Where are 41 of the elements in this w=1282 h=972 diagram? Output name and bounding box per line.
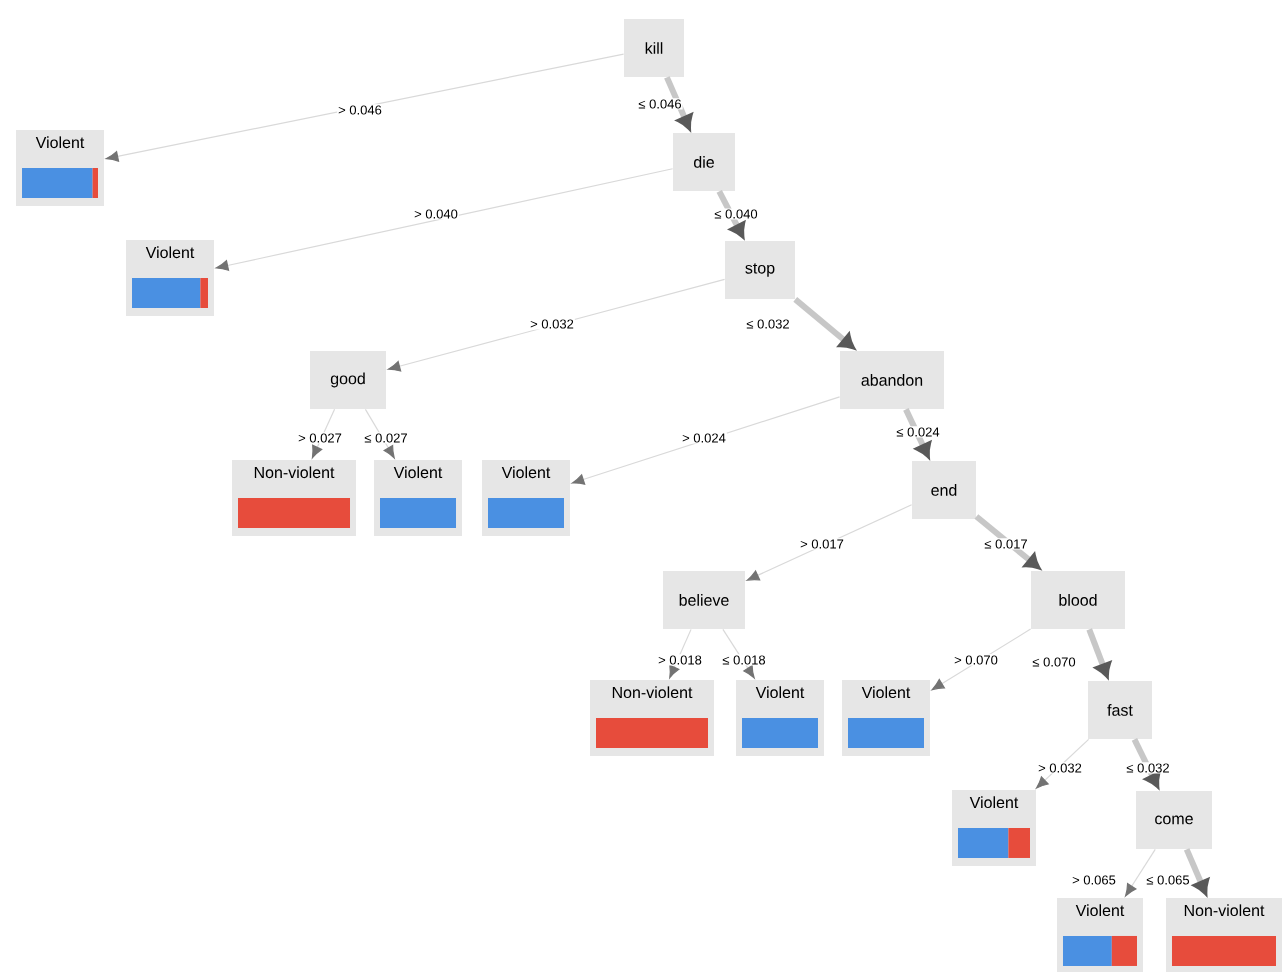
- arrow: [571, 396, 841, 485]
- arrow: [716, 190, 746, 239]
- arrow: [931, 628, 1032, 691]
- arrow: [215, 168, 674, 271]
- split-box: die: [673, 133, 735, 191]
- arrow: [364, 408, 395, 459]
- arrow: [1086, 628, 1112, 678]
- arrow: [311, 408, 336, 459]
- split-box: good: [310, 350, 386, 409]
- split-box: stop: [725, 240, 795, 299]
- leaf-box: Violent: [482, 459, 570, 536]
- arrow: [1183, 848, 1210, 895]
- split-box: abandon: [840, 350, 944, 409]
- split-box: believe: [663, 570, 745, 629]
- arrow: [746, 504, 913, 581]
- arrow: [669, 628, 692, 679]
- split-box: come: [1136, 790, 1212, 849]
- leaf-box: Non-violent: [232, 459, 356, 536]
- leaf-box: Violent: [842, 679, 930, 756]
- leaf-box: Non-violent: [590, 679, 714, 756]
- leaf-box: Violent: [952, 789, 1036, 866]
- arrow: [793, 297, 855, 350]
- arrow: [105, 53, 625, 162]
- arrow: [1035, 738, 1090, 789]
- leaf-box: Violent: [736, 679, 824, 756]
- leaf-box: Violent: [126, 240, 214, 316]
- leaf-box: Violent: [374, 459, 462, 536]
- arrow: [1125, 848, 1156, 897]
- leaf-box: Violent: [16, 129, 104, 206]
- split-box: kill: [624, 19, 684, 77]
- arrow: [903, 408, 932, 459]
- split-box: fast: [1088, 680, 1152, 739]
- leaf-box: Non-violent: [1166, 897, 1282, 972]
- split-box: blood: [1031, 570, 1125, 629]
- arrow: [722, 628, 755, 679]
- arrow: [974, 514, 1041, 570]
- leaf-box: Violent: [1057, 897, 1143, 972]
- arrow: [664, 76, 693, 130]
- arrow: [387, 278, 726, 372]
- arrow: [1131, 738, 1161, 789]
- split-box: end: [912, 461, 976, 519]
